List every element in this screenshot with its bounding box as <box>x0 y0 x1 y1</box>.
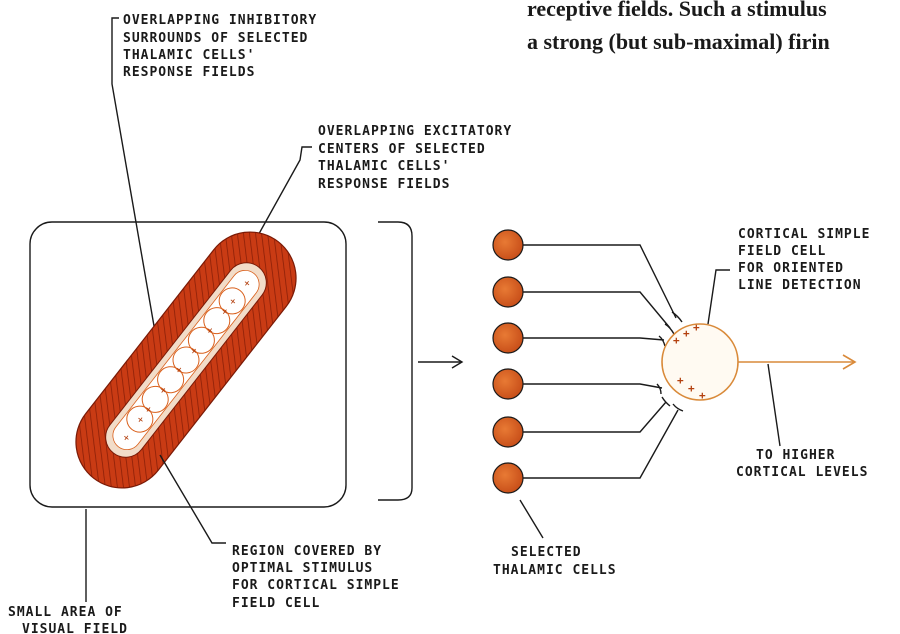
svg-text:FIELD CELL: FIELD CELL <box>232 596 320 611</box>
svg-text:RESPONSE FIELDS: RESPONSE FIELDS <box>318 177 450 192</box>
svg-text:SMALL AREA OF: SMALL AREA OF <box>8 605 123 620</box>
svg-text:CORTICAL SIMPLE: CORTICAL SIMPLE <box>738 227 870 242</box>
region-leader-line <box>160 455 226 543</box>
svg-text:REGION COVERED BY: REGION COVERED BY <box>232 544 382 559</box>
svg-text:FIELD CELL: FIELD CELL <box>738 244 826 259</box>
higher-levels-leader-line <box>768 364 780 446</box>
visual-field-label: SMALL AREA OF VISUAL FIELD <box>8 605 128 634</box>
svg-text:THALAMIC CELLS': THALAMIC CELLS' <box>318 159 450 174</box>
svg-text:THALAMIC CELLS: THALAMIC CELLS <box>493 563 617 578</box>
selected-thalamic-cells-label: SELECTED THALAMIC CELLS <box>493 545 617 578</box>
receptive-field-capsule: + + + + + + + + + + <box>57 213 314 506</box>
svg-text:THALAMIC CELLS': THALAMIC CELLS' <box>123 48 255 63</box>
thalamic-cell <box>493 417 523 447</box>
cortical-leader-line <box>708 270 730 324</box>
cortical-simple-cell-label: CORTICAL SIMPLE FIELD CELL FOR ORIENTED … <box>738 227 870 293</box>
svg-text:CENTERS OF SELECTED: CENTERS OF SELECTED <box>318 142 486 157</box>
thalamic-cell <box>493 277 523 307</box>
excitatory-centers-label: OVERLAPPING EXCITATORY CENTERS OF SELECT… <box>318 124 512 192</box>
inhibitory-surrounds-label: OVERLAPPING INHIBITORY SURROUNDS OF SELE… <box>123 13 317 80</box>
svg-text:OVERLAPPING EXCITATORY: OVERLAPPING EXCITATORY <box>318 124 512 139</box>
thalamic-cell <box>493 369 523 399</box>
thalamic-cells <box>493 230 523 493</box>
svg-text:+: + <box>683 327 690 340</box>
grouping-bracket <box>378 222 412 500</box>
svg-text:+: + <box>673 334 680 347</box>
thalamic-cells-leader-line <box>520 500 543 538</box>
svg-text:SELECTED: SELECTED <box>511 545 582 560</box>
svg-text:FOR ORIENTED: FOR ORIENTED <box>738 261 844 276</box>
svg-text:RESPONSE FIELDS: RESPONSE FIELDS <box>123 65 255 80</box>
thalamic-cell <box>493 230 523 260</box>
svg-text:VISUAL FIELD: VISUAL FIELD <box>22 622 128 634</box>
svg-text:+: + <box>693 321 700 334</box>
svg-text:LINE DETECTION: LINE DETECTION <box>738 278 862 293</box>
svg-text:FOR CORTICAL SIMPLE: FOR CORTICAL SIMPLE <box>232 578 400 593</box>
thalamic-axons <box>523 245 678 478</box>
svg-text:SURROUNDS OF SELECTED: SURROUNDS OF SELECTED <box>123 31 308 46</box>
higher-cortical-levels-label: TO HIGHER CORTICAL LEVELS <box>736 448 868 480</box>
paragraph-line-2: a strong (but sub-maximal) firin <box>527 29 830 54</box>
svg-text:OPTIMAL STIMULUS: OPTIMAL STIMULUS <box>232 561 373 576</box>
svg-text:+: + <box>699 389 706 402</box>
svg-text:OVERLAPPING INHIBITORY: OVERLAPPING INHIBITORY <box>123 13 317 28</box>
svg-text:TO HIGHER: TO HIGHER <box>756 448 835 463</box>
paragraph-line-1: receptive fields. Such a stimulus <box>527 0 827 21</box>
svg-text:CORTICAL LEVELS: CORTICAL LEVELS <box>736 465 868 480</box>
thalamic-cell <box>493 323 523 353</box>
thalamic-cell <box>493 463 523 493</box>
svg-text:+: + <box>677 374 684 387</box>
region-covered-label: REGION COVERED BY OPTIMAL STIMULUS FOR C… <box>232 544 400 611</box>
svg-text:+: + <box>688 382 695 395</box>
